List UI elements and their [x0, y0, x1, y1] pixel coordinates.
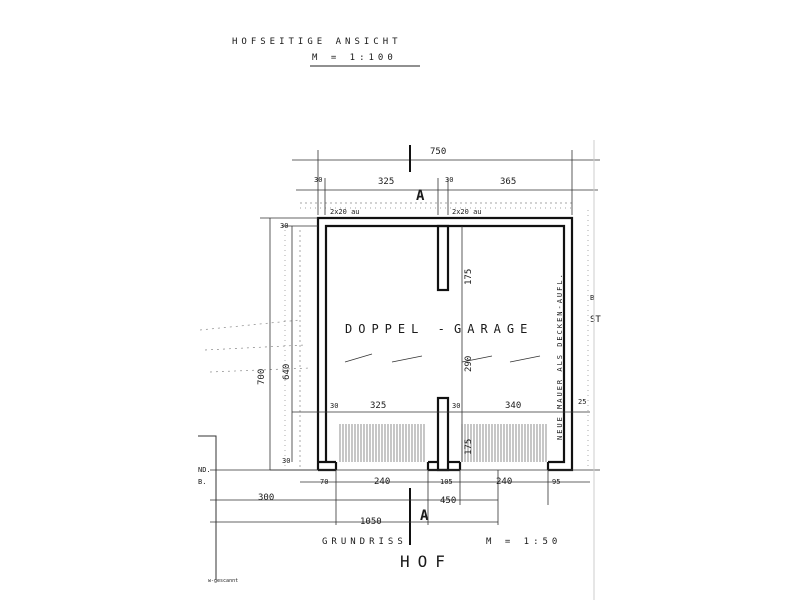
dim-bottom-70: 70: [320, 478, 328, 486]
side-wall-note: NEUE MAUER ALS DECKEN-AUFL.: [556, 272, 564, 440]
drawing-title: HOFSEITIGE ANSICHT: [232, 37, 402, 47]
dim-left-outer: 700: [257, 369, 267, 385]
left-margin-mark-b: B.: [198, 478, 206, 486]
dim-mid-30-center: 30: [452, 402, 460, 410]
dim-left-30-top: 30: [280, 222, 288, 230]
room-arrows: [344, 353, 541, 363]
room-label-right: GARAGE: [454, 322, 533, 336]
dim-left-30-bottom: 30: [282, 457, 290, 465]
dim-mid-30-left: 30: [330, 402, 338, 410]
dim-mid-290: 290: [464, 356, 474, 372]
dim-overall-300: 300: [258, 493, 274, 503]
dim-left-inner: 640: [282, 364, 292, 380]
plan-scale: M = 1:50: [486, 537, 561, 547]
room-label-left: DOPPEL -: [345, 322, 451, 336]
courtyard-label: HOF: [400, 552, 453, 571]
dim-top-325: 325: [378, 177, 394, 187]
top-dimension-lines: [292, 150, 600, 215]
section-marker-top: A: [416, 188, 425, 204]
dim-top-30-mid: 30: [445, 176, 453, 184]
lintel-note-right: 2x20 au: [452, 208, 482, 216]
lintel-note-left: 2x20 au: [330, 208, 360, 216]
drawing-title-scale: M = 1:100: [312, 53, 397, 63]
right-margin-mark-b: B: [590, 294, 594, 302]
dim-mid-340: 340: [505, 401, 521, 411]
dim-overall-1050: 1050: [360, 517, 382, 527]
left-margin-mark-nd: ND.: [198, 466, 211, 474]
dim-mid-175-top: 175: [464, 269, 474, 285]
dim-bottom-105: 105: [440, 478, 453, 486]
garage-door-hatch-left: [339, 424, 425, 462]
dim-mid-25-right: 25: [578, 398, 586, 406]
middle-dimension-lines: [292, 226, 590, 462]
dim-total-top: 750: [430, 147, 446, 157]
dim-bottom-450: 450: [440, 496, 456, 506]
plan-label: GRUNDRISS: [322, 537, 407, 547]
dim-bottom-95: 95: [552, 478, 560, 486]
section-marker-bottom: A: [420, 508, 429, 524]
dim-top-365: 365: [500, 177, 516, 187]
dim-bottom-240-left: 240: [374, 477, 390, 487]
garage-door-hatch-right: [461, 424, 547, 462]
bottom-dimension-lines: [210, 469, 600, 525]
footer-mark: w-gescannt: [208, 578, 238, 584]
dim-mid-175-bottom: 175: [464, 439, 474, 455]
dim-top-30-left: 30: [314, 176, 322, 184]
left-margin-fragment: [198, 435, 217, 580]
right-margin-mark-st: ST: [590, 315, 601, 325]
ground-hatch: [199, 202, 589, 470]
dim-mid-325: 325: [370, 401, 386, 411]
dim-bottom-240-right: 240: [496, 477, 512, 487]
left-dimension-lines: [260, 217, 318, 471]
